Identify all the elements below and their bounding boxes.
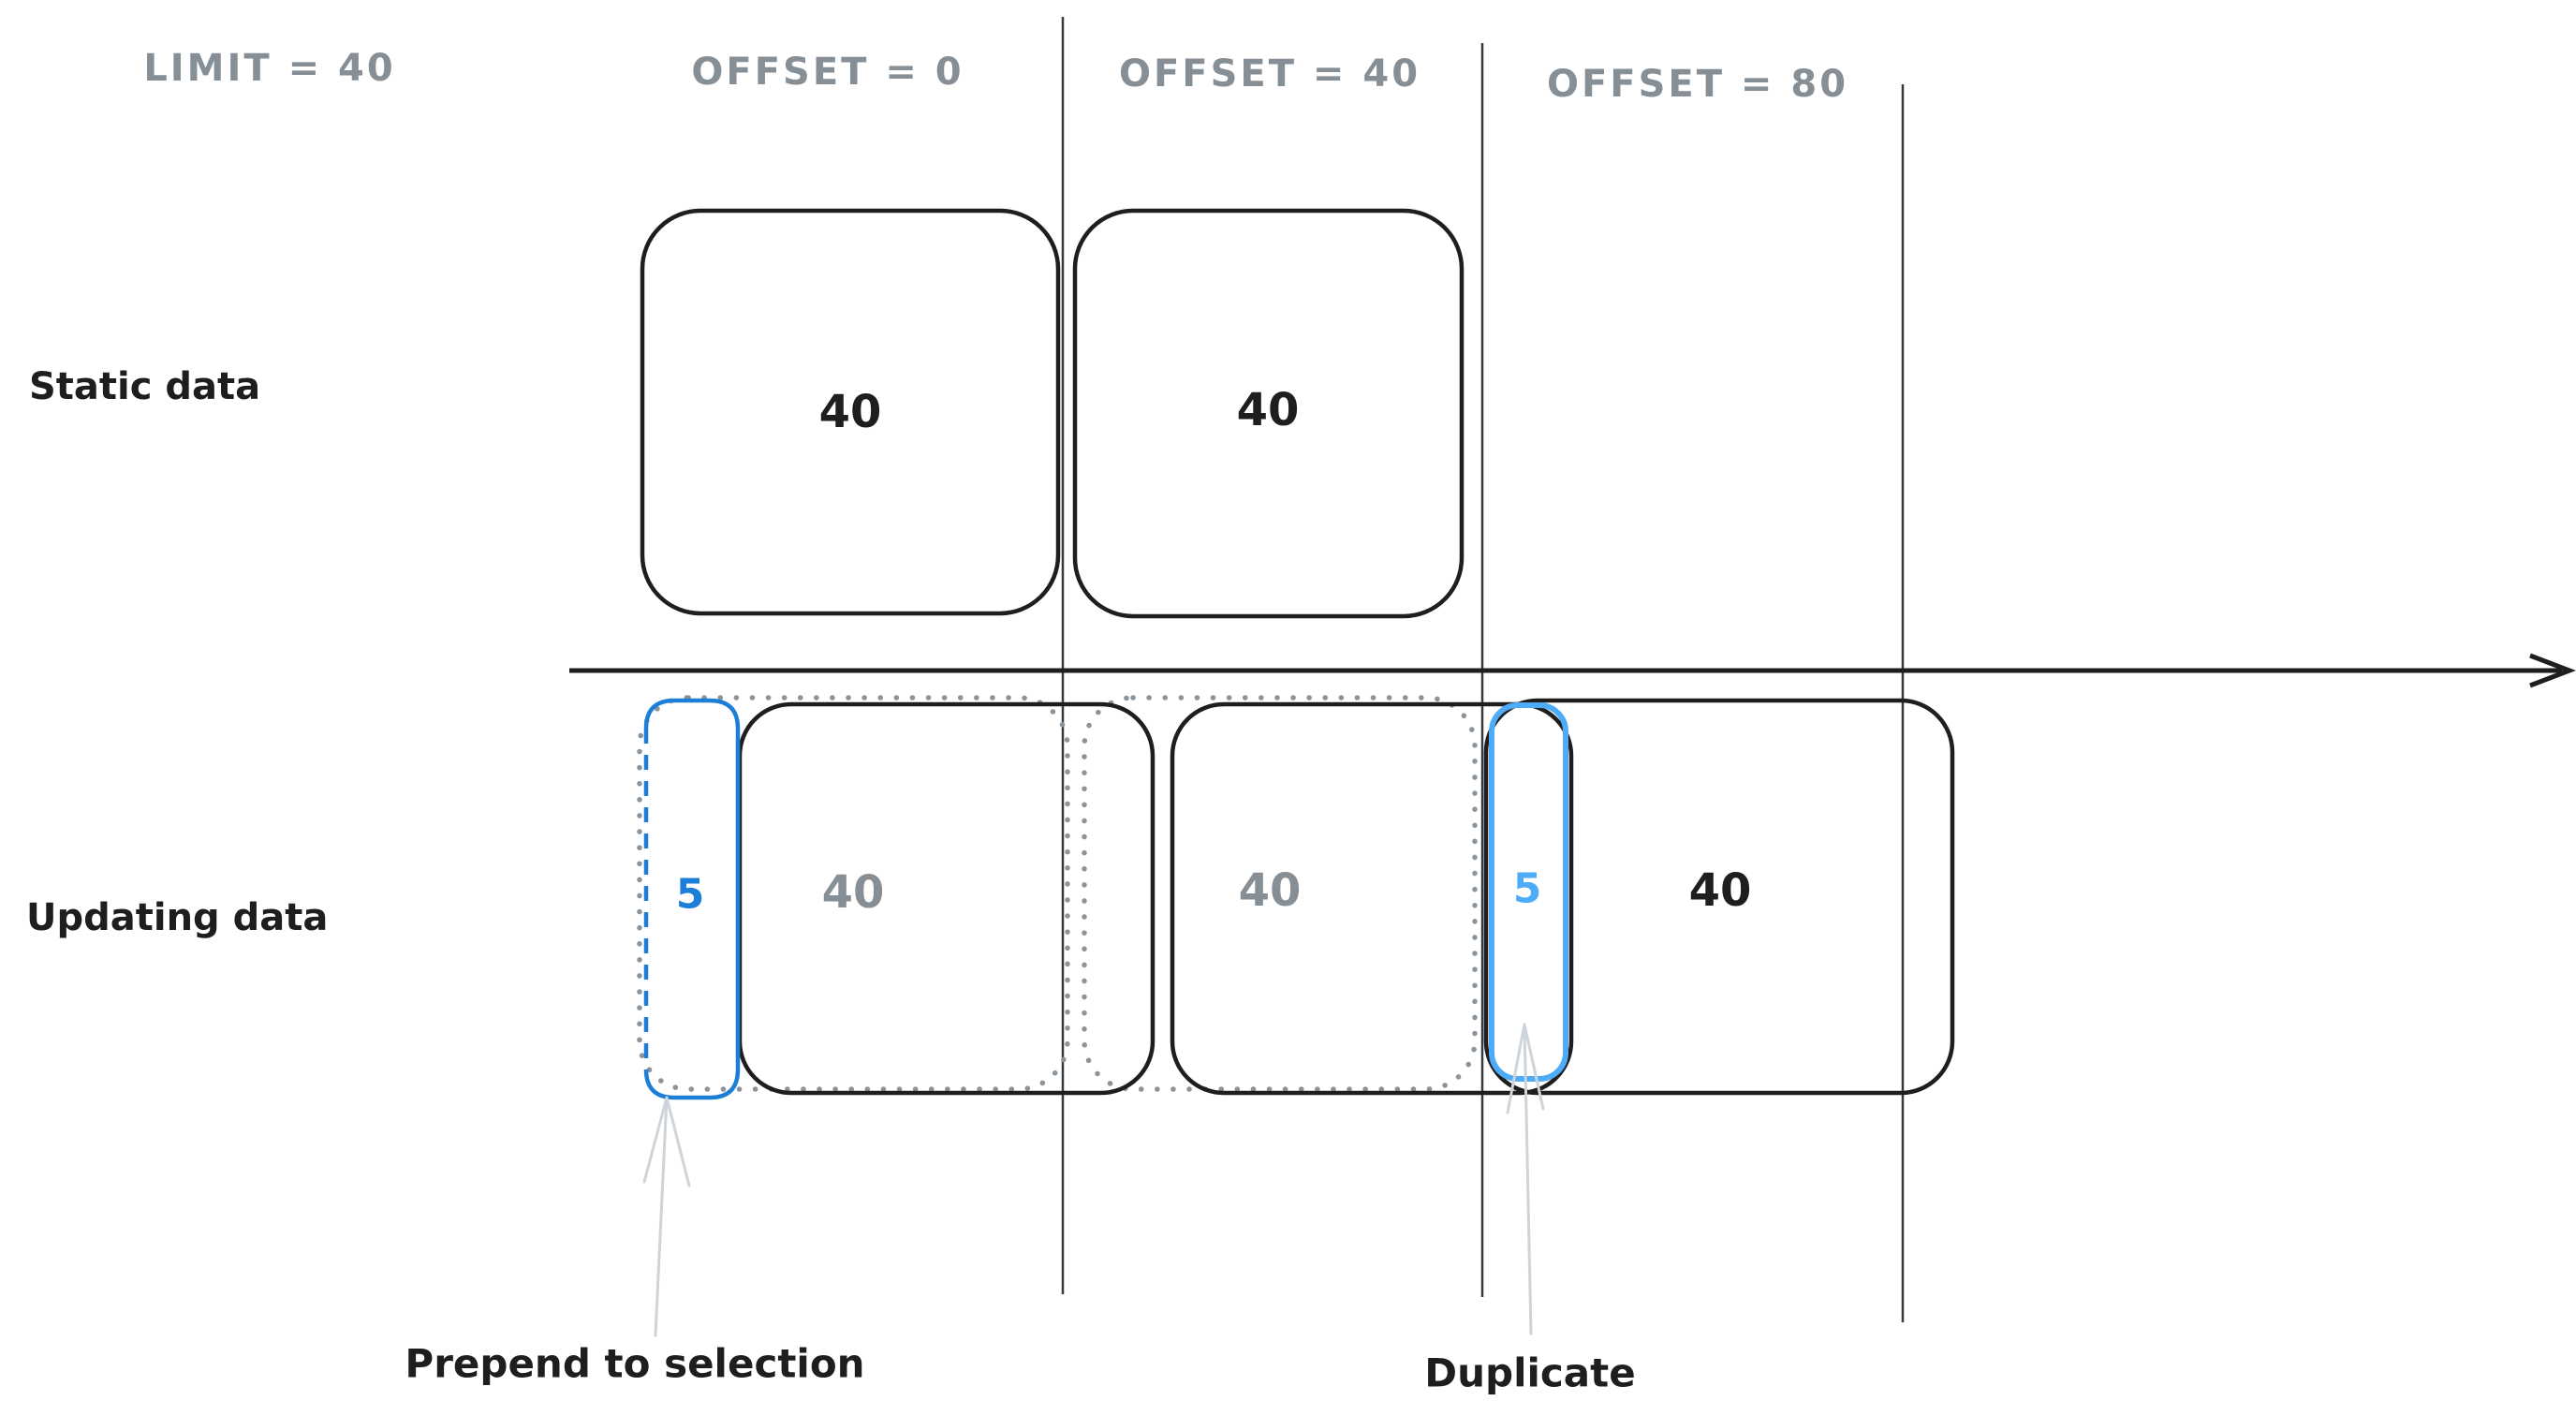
duplicate-annotation-label: Duplicate xyxy=(1424,1350,1635,1396)
updating-page-1-box xyxy=(737,701,1156,1096)
updating-data-row-label: Updating data xyxy=(26,896,328,939)
offset-40-label: OFFSET = 40 xyxy=(1119,52,1420,96)
old-page-1-dotted-outline xyxy=(637,695,1070,1092)
updating-page-3-box xyxy=(1483,698,1955,1096)
static-page-2-count: 40 xyxy=(1237,384,1300,436)
offset-80-label: OFFSET = 80 xyxy=(1547,63,1848,106)
static-page-1-count: 40 xyxy=(819,386,882,438)
duplicate-annotation-arrow xyxy=(1506,1023,1545,1335)
prepended-items-box xyxy=(643,698,741,1100)
limit-label: LIMIT = 40 xyxy=(143,47,395,90)
offset-0-label: OFFSET = 0 xyxy=(691,51,964,94)
updating-page-2-count: 40 xyxy=(1239,864,1302,917)
prepended-items-count: 5 xyxy=(676,871,705,919)
prepend-annotation-label: Prepend to selection xyxy=(405,1341,864,1387)
updating-page-3-count: 40 xyxy=(1689,864,1752,917)
static-page-2-box xyxy=(1072,208,1465,619)
prepend-annotation-arrow xyxy=(642,1096,691,1337)
timeline-axis-arrow xyxy=(569,653,2576,688)
static-data-row-label: Static data xyxy=(29,365,260,408)
updating-page-2-box xyxy=(1170,701,1574,1096)
old-page-2-dotted-outline xyxy=(1082,695,1478,1092)
static-page-1-box xyxy=(640,208,1061,616)
duplicate-items-count: 5 xyxy=(1513,865,1542,913)
duplicate-items-box xyxy=(1489,702,1568,1082)
updating-page-1-count: 40 xyxy=(822,866,885,919)
